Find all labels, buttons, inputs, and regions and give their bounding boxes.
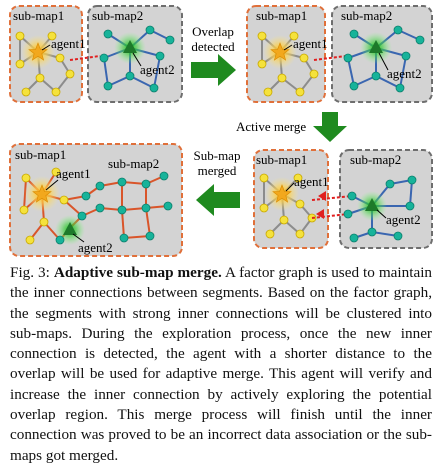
agent2-triangle-icon (63, 222, 77, 235)
agent2-triangle-icon (365, 198, 379, 211)
panel-3-submap1-label: sub-map1 (256, 152, 307, 167)
overlap-label-line1: Overlap (192, 24, 234, 39)
agent1-star-icon (28, 42, 48, 61)
panel-4: sub-map1 sub-map2 (9, 143, 183, 257)
merged-label-line1: Sub-map (194, 148, 241, 163)
agent1-star-icon (270, 42, 290, 61)
active-merge-label: Active merge (236, 119, 306, 134)
panel-3-submap2-box (339, 149, 433, 249)
panel-2-overlap-link (313, 55, 347, 61)
agent1-star-icon (32, 184, 52, 203)
panel-1-submap2-label: sub-map2 (92, 8, 143, 23)
panel-2-submap1-label: sub-map1 (256, 8, 307, 23)
panel-2: sub-map1 sub-map2 agent1 (246, 5, 433, 103)
panel-4-submap1-label: sub-map1 (15, 147, 66, 162)
red-arrow-icon (316, 209, 324, 219)
left-arrow-icon (196, 184, 240, 216)
panel-3-agent1-label: agent1 (294, 174, 329, 189)
down-arrow-icon (313, 112, 347, 142)
panel-4-nodes-teal (55, 171, 173, 245)
panel-3-overlap-links (311, 195, 353, 219)
figure: sub-map1 sub-map2 agent1 (9, 5, 433, 257)
panel-2-submap2-label: sub-map2 (341, 8, 392, 23)
panel-1-nodes1 (15, 31, 75, 97)
agent2-triangle-icon (369, 40, 383, 53)
active-merge-arrow: Active merge (236, 112, 347, 142)
panel-3-agent2-label: agent2 (386, 212, 421, 227)
panel-1-submap1-label: sub-map1 (13, 8, 64, 23)
merged-label-line2: merged (198, 163, 237, 178)
panel-4-submap2-label: sub-map2 (108, 156, 159, 171)
agent2-triangle-icon (123, 40, 137, 53)
panel-1-agent2-label: agent2 (140, 62, 175, 77)
panel-4-agent2-label: agent2 (78, 240, 113, 255)
submap-merged-arrow: Sub-map merged (194, 148, 241, 216)
caption-text: A factor graph is used to maintain the i… (10, 264, 433, 464)
caption-label: Fig. 3: (10, 264, 50, 281)
panel-1-nodes2 (99, 25, 175, 93)
panel-2-agent2-label: agent2 (387, 66, 422, 81)
agent1-star-icon (272, 184, 292, 203)
panel-1-overlap-link (69, 55, 101, 61)
panel-3-submap2-label: sub-map2 (350, 152, 401, 167)
red-arrow-icon (318, 191, 326, 201)
panel-3: sub-map1 sub-map2 agent1 (253, 149, 433, 249)
panel-4-nodes-yellow (19, 167, 69, 245)
panel-1-agent1-label: agent1 (51, 36, 86, 51)
overlap-detected-arrow: Overlap detected (191, 24, 236, 86)
panel-1: sub-map1 sub-map2 agent1 (9, 5, 183, 103)
panel-4-agent1-label: agent1 (56, 166, 91, 181)
overlap-label-line2: detected (191, 39, 235, 54)
right-arrow-icon (191, 54, 236, 86)
caption-title: Adaptive sub-map merge. (53, 264, 222, 281)
panel-2-agent1-label: agent1 (293, 36, 328, 51)
figure-caption: Fig. 3: Adaptive sub-map merge. A factor… (10, 263, 432, 466)
